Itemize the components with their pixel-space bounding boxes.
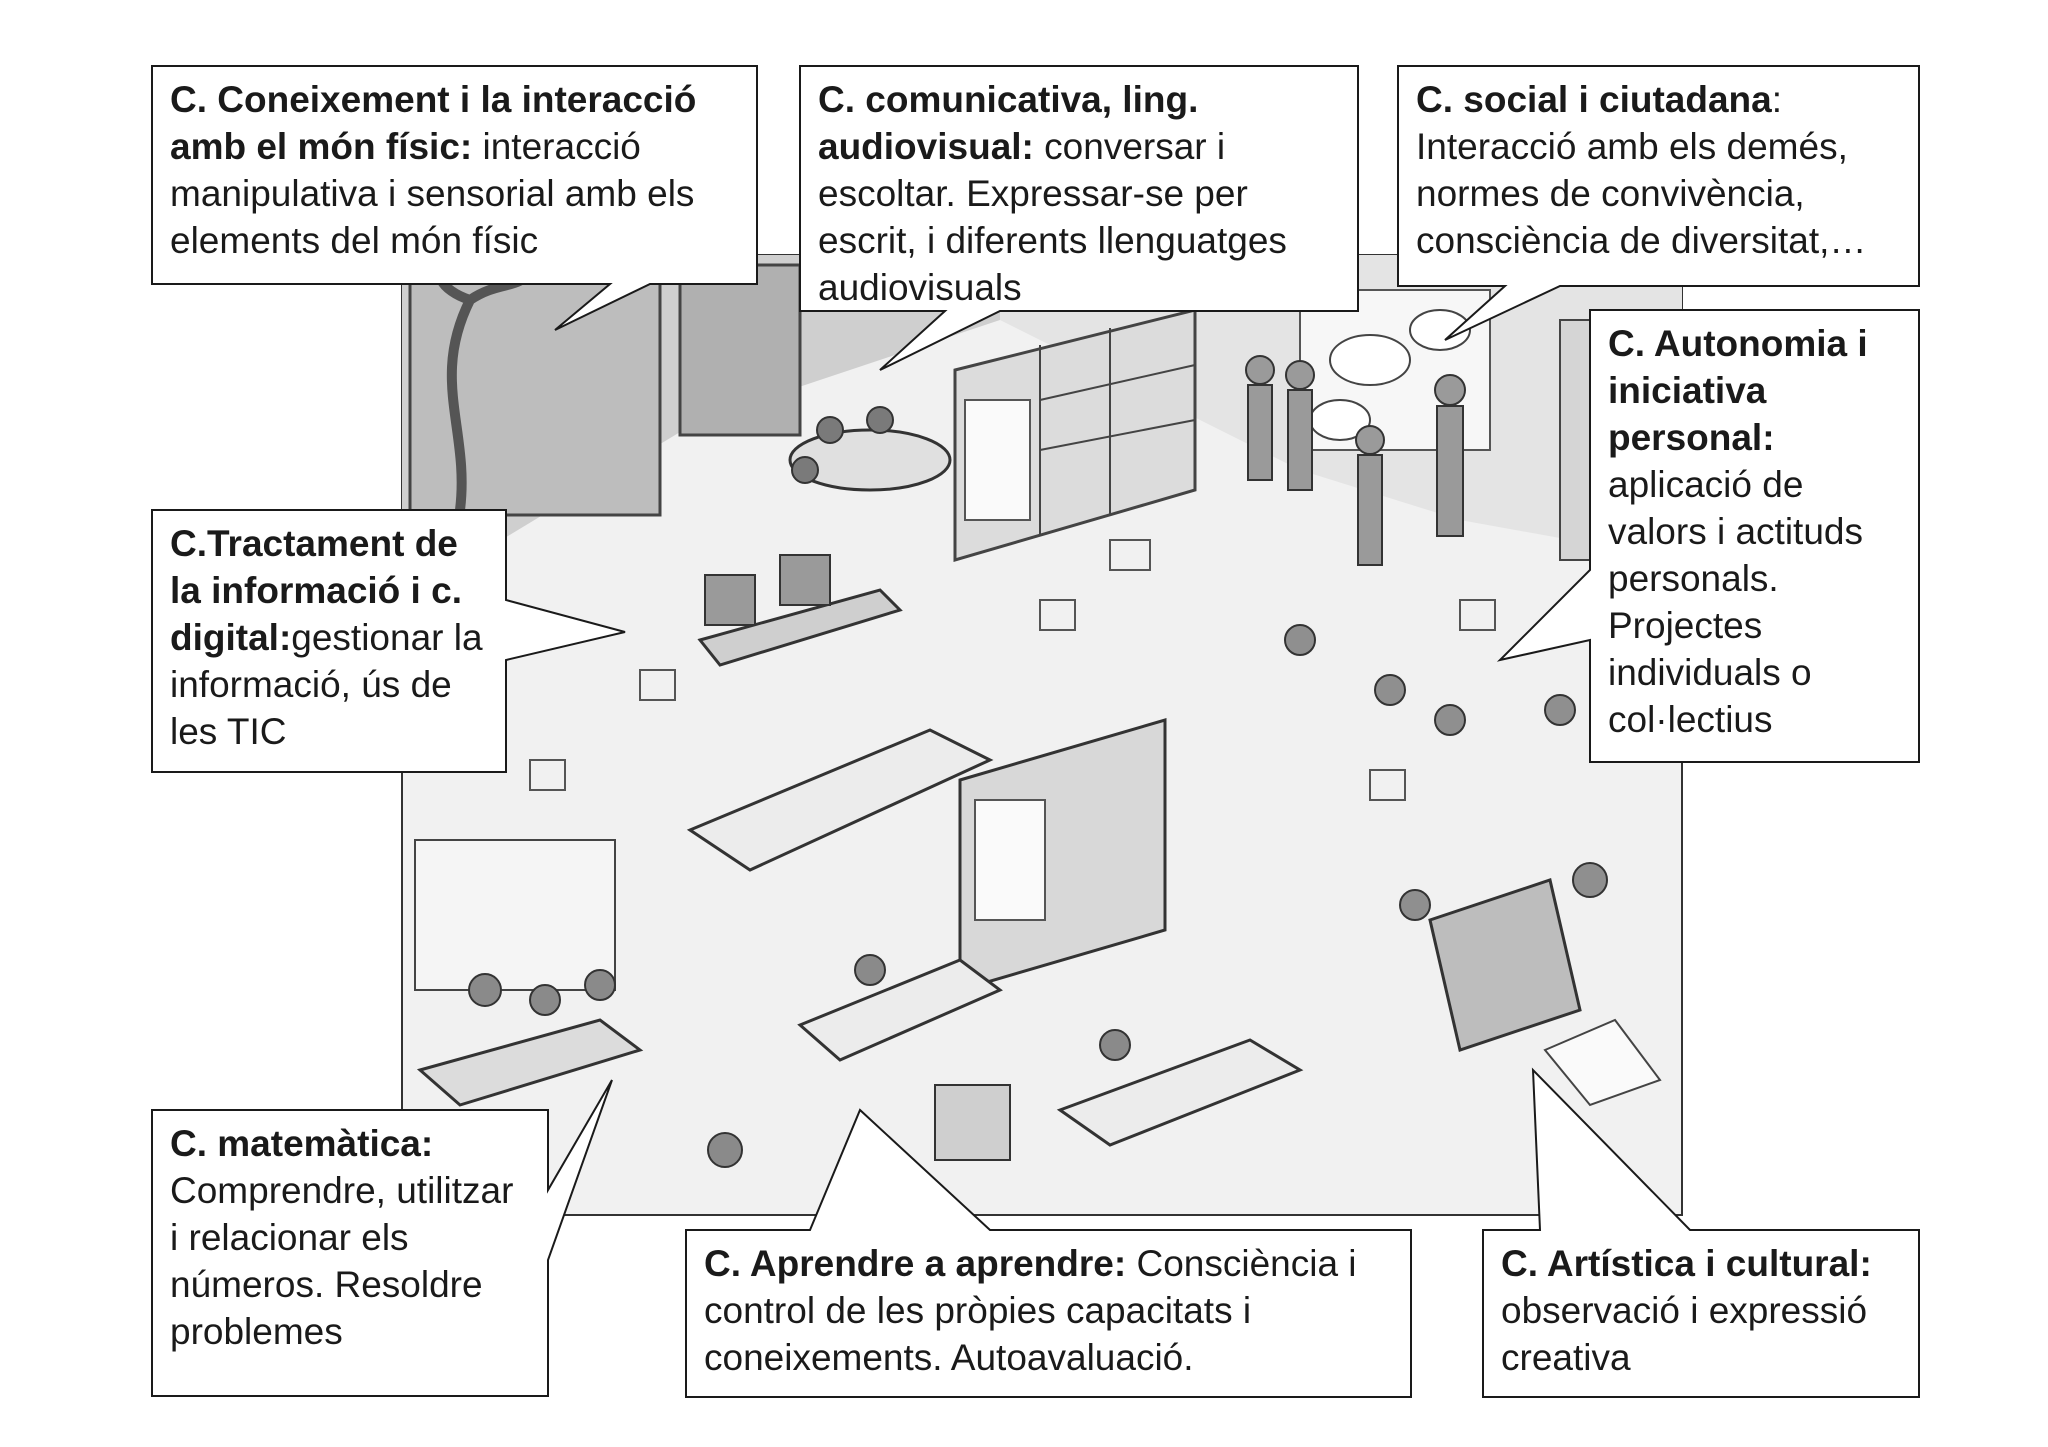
callout-comunicativa: C. comunicativa, ling. audiovisual: conv…	[800, 66, 1358, 311]
group-at-round-table	[791, 406, 894, 484]
callout-fisic-box	[151, 65, 758, 331]
callout-digital-box	[151, 509, 626, 773]
callout-comunicativa-title: C. comunicativa, ling. audiovisual:	[818, 79, 1199, 167]
display-cabinet	[958, 717, 1167, 993]
front-table-left	[797, 958, 1003, 1062]
math-table	[416, 1018, 644, 1107]
callout-social-title: C. social i ciutadana	[1416, 79, 1772, 120]
artist-students	[1399, 862, 1608, 921]
people-at-board	[1245, 355, 1466, 566]
round-table	[788, 428, 952, 492]
callout-matematica-text: Comprendre, utilitzar i relacionar els n…	[170, 1170, 514, 1352]
front-students	[707, 954, 1131, 1168]
callout-artistica: C. Artística i cultural: observació i ex…	[1483, 1230, 1919, 1397]
callout-social-box	[1397, 65, 1920, 341]
easel-board	[1428, 878, 1582, 1052]
callout-matematica: C. matemàtica: Comprendre, utilitzar i r…	[152, 1110, 548, 1396]
window-left	[408, 263, 662, 517]
callout-comunicativa-box	[799, 65, 1359, 371]
computer-monitor	[704, 574, 756, 626]
floor-group	[1284, 624, 1576, 736]
callout-autonomia-box	[1496, 309, 1920, 763]
callout-comunicativa-text: conversar i escoltar. Expressar-se per e…	[818, 126, 1287, 308]
callout-social: C. social i ciutadana: Interacció amb el…	[1398, 66, 1919, 286]
mindmap-bubble	[1329, 334, 1411, 386]
callout-matematica-title: C. matemàtica:	[170, 1123, 434, 1164]
callout-digital-text: gestionar la informació, ús de les TIC	[170, 617, 483, 752]
computer-desk	[697, 588, 903, 667]
callout-autonomia-title: C. Autonomia i iniciativa personal:	[1608, 323, 1868, 458]
callout-social-text: : Interacció amb els demés, normes de co…	[1416, 79, 1867, 261]
paper-sheet	[1543, 1018, 1662, 1107]
callout-fisic-title: C. Coneixement i la interacció amb el mó…	[170, 79, 697, 167]
callout-autonomia: C. Autonomia i iniciativa personal: apli…	[1590, 310, 1919, 762]
chairs	[529, 539, 1496, 801]
math-students	[468, 969, 616, 1016]
callout-autonomia-text: aplicació de valors i actituds personals…	[1608, 464, 1863, 740]
window-middle	[678, 263, 802, 437]
callout-fisic-text: interacció manipulativa i sensorial amb …	[170, 126, 695, 261]
callout-aprendre-box	[685, 1108, 1412, 1398]
storage-box	[934, 1084, 1011, 1161]
poster-on-shelf	[964, 399, 1031, 521]
callout-aprendre-title: C. Aprendre a aprendre:	[704, 1243, 1127, 1284]
callout-digital-title: C.Tractament de la informació i c. digit…	[170, 523, 462, 658]
callout-artistica-text: observació i expressió creativa	[1501, 1290, 1868, 1378]
callout-digital: C.Tractament de la informació i c. digit…	[152, 510, 506, 772]
left-wall-posters	[414, 839, 616, 991]
callout-matematica-box	[151, 1079, 613, 1397]
mindmap-bubble	[1409, 309, 1471, 351]
callout-aprendre-text: Consciència i control de les pròpies cap…	[704, 1243, 1357, 1378]
center-table	[686, 728, 994, 872]
callout-aprendre: C. Aprendre a aprendre: Consciència i co…	[686, 1230, 1411, 1397]
callout-artistica-box	[1482, 1067, 1920, 1398]
callout-fisic: C. Coneixement i la interacció amb el mó…	[152, 66, 757, 284]
computer-monitor	[779, 554, 831, 606]
front-table-right	[1056, 1038, 1304, 1147]
callout-artistica-title: C. Artística i cultural:	[1501, 1243, 1872, 1284]
notice-sheet	[974, 799, 1046, 921]
